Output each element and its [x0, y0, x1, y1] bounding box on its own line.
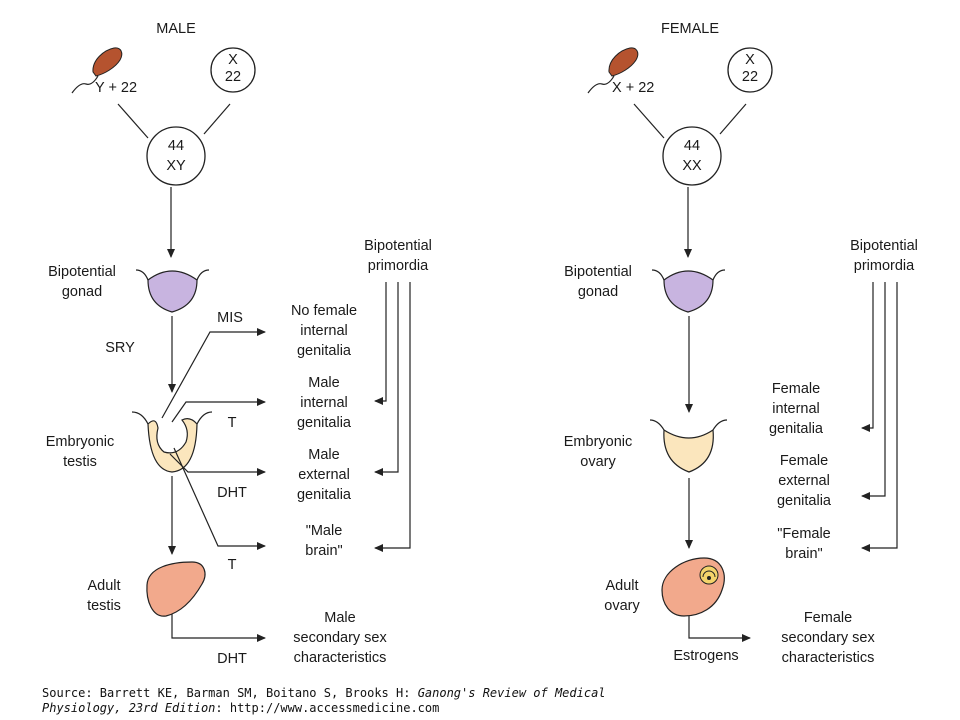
female-sperm-icon: [587, 47, 639, 94]
female-primordia-to-brain-arrow: [861, 282, 898, 552]
male-primordia-label-2: primordia: [368, 258, 429, 274]
female-external-1: Female: [780, 453, 828, 469]
male-t-brain-arrow: [173, 447, 266, 550]
female-secondary-3: characteristics: [782, 650, 875, 666]
male-primordia-to-brain-arrow: [374, 282, 411, 552]
female-adult-ovary-shape: [661, 557, 725, 617]
male-gonad-label-1: Bipotential: [48, 264, 116, 280]
male-adult-label-1: Adult: [87, 578, 120, 594]
female-sperm-label: X + 22: [612, 80, 654, 96]
male-internal-1: Male: [308, 375, 339, 391]
female-gonad-label-2: gonad: [578, 284, 618, 300]
female-ovary-label-1: Embryonic: [564, 434, 633, 450]
female-secondary-1: Female: [804, 610, 852, 626]
male-brain-1: "Male: [306, 523, 343, 539]
male-egg-top: X: [228, 52, 238, 68]
female-primordia-label-1: Bipotential: [850, 238, 918, 254]
female-primordia-to-internal-arrow: [861, 282, 874, 432]
female-estrogens-secondary-arrow: [688, 616, 751, 642]
male-no-female-1: No female: [291, 303, 357, 319]
female-primordia-to-external-arrow: [861, 282, 886, 500]
male-t1-label: T: [228, 415, 237, 431]
male-primordia-to-internal-arrow: [374, 282, 387, 405]
male-sperm-label: Y + 22: [95, 80, 137, 96]
female-secondary-2: secondary sex: [781, 630, 875, 646]
female-egg-to-zygote-line: [719, 103, 747, 135]
male-egg-to-zygote-line: [203, 103, 231, 135]
male-egg-circle: [210, 47, 256, 93]
source-line-1: Source: Barrett KE, Barman SM, Boitano S…: [42, 686, 606, 700]
male-title: MALE: [156, 21, 196, 37]
female-zygote-top: 44: [684, 138, 700, 154]
male-dht-secondary-arrow: [171, 614, 266, 642]
male-external-2: external: [298, 467, 350, 483]
female-internal-1: Female: [772, 381, 820, 397]
male-mis-label: MIS: [217, 310, 243, 326]
male-embryonic-testis-shape: [131, 411, 213, 473]
male-zygote-bottom: XY: [166, 158, 186, 174]
female-brain-2: brain": [785, 546, 822, 562]
male-secondary-3: characteristics: [294, 650, 387, 666]
male-dht2-label: DHT: [217, 651, 247, 667]
female-bipotential-gonad-shape: [663, 270, 714, 313]
female-ovary-label-2: ovary: [580, 454, 616, 470]
male-primordia-to-external-arrow: [374, 282, 399, 476]
male-gonad-label-2: gonad: [62, 284, 102, 300]
male-adult-label-2: testis: [87, 598, 121, 614]
source-line-1-plain: Source: Barrett KE, Barman SM, Boitano S…: [42, 686, 418, 700]
female-embryonic-ovary-shape: [649, 419, 728, 473]
female-internal-2: internal: [772, 401, 820, 417]
source-line-1-italic: Ganong's Review of Medical: [418, 686, 606, 700]
male-sperm-to-zygote-line: [117, 103, 149, 139]
female-follicle-icon: [699, 565, 719, 585]
female-external-2: external: [778, 473, 830, 489]
male-internal-3: genitalia: [297, 415, 352, 431]
male-testis-label-1: Embryonic: [46, 434, 115, 450]
male-t2-label: T: [228, 557, 237, 573]
source-line-2-plain: : http://www.accessmedicine.com: [215, 701, 439, 715]
female-external-3: genitalia: [777, 493, 832, 509]
male-secondary-2: secondary sex: [293, 630, 387, 646]
female-brain-1: "Female: [777, 526, 831, 542]
male-zygote-top: 44: [168, 138, 184, 154]
female-egg-bottom: 22: [742, 69, 758, 85]
male-brain-2: brain": [305, 543, 342, 559]
female-title: FEMALE: [661, 21, 719, 37]
female-zygote-bottom: XX: [682, 158, 702, 174]
female-gonad-label-1: Bipotential: [564, 264, 632, 280]
male-adult-testis-shape: [146, 561, 206, 617]
female-egg-top: X: [745, 52, 755, 68]
male-dht-external-arrow: [169, 453, 266, 476]
female-zygote-circle: [662, 126, 722, 186]
male-internal-2: internal: [300, 395, 348, 411]
source-line-2-italic: Physiology, 23rd Edition: [42, 701, 215, 715]
female-estrogens-label: Estrogens: [673, 648, 738, 664]
male-primordia-label-1: Bipotential: [364, 238, 432, 254]
source-line-2: Physiology, 23rd Edition: http://www.acc…: [42, 701, 439, 715]
male-bipotential-gonad-shape: [147, 270, 198, 313]
male-zygote-circle: [146, 126, 206, 186]
male-dht1-label: DHT: [217, 485, 247, 501]
male-external-1: Male: [308, 447, 339, 463]
female-adult-label-1: Adult: [605, 578, 638, 594]
male-no-female-2: internal: [300, 323, 348, 339]
female-egg-circle: [727, 47, 773, 93]
male-mis-arrow: [161, 328, 266, 419]
male-sperm-icon: [71, 47, 123, 94]
male-egg-bottom: 22: [225, 69, 241, 85]
female-sperm-to-zygote-line: [633, 103, 665, 139]
male-testis-label-2: testis: [63, 454, 97, 470]
female-primordia-label-2: primordia: [854, 258, 915, 274]
female-adult-label-2: ovary: [604, 598, 640, 614]
male-sry-label: SRY: [105, 340, 135, 356]
male-secondary-1: Male: [324, 610, 355, 626]
male-no-female-3: genitalia: [297, 343, 352, 359]
female-internal-3: genitalia: [769, 421, 824, 437]
male-external-3: genitalia: [297, 487, 352, 503]
male-t-internal-arrow: [171, 398, 266, 423]
